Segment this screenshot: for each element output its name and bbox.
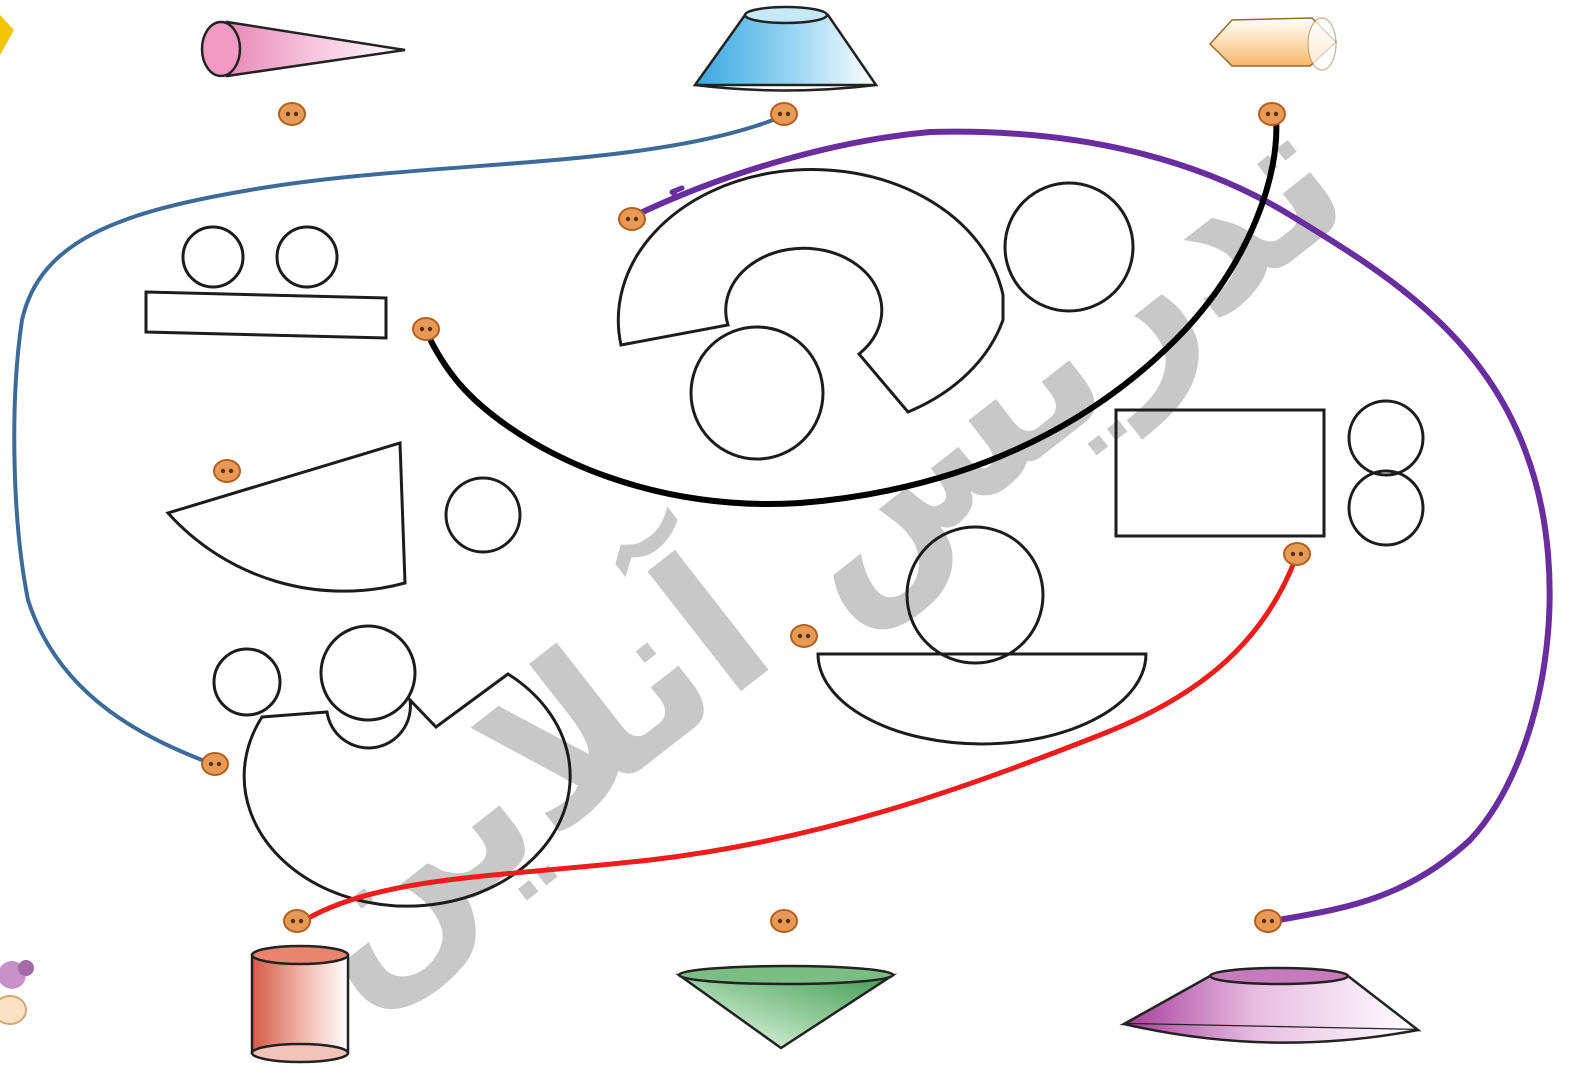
dot-frustum-icon[interactable] <box>770 102 798 126</box>
dot-small-frustum-net-icon[interactable] <box>201 752 229 776</box>
dot-cone-icon[interactable] <box>278 102 306 126</box>
dot-bead-net-icon[interactable] <box>1283 542 1311 566</box>
cone-icon <box>200 20 406 78</box>
flower-icon <box>0 960 34 1025</box>
dot-bead-icon[interactable] <box>1258 102 1286 126</box>
dot-cylinder-net-icon[interactable] <box>412 317 440 341</box>
wide-frustum-icon <box>1119 966 1422 1044</box>
connection-line-purple <box>629 128 1553 925</box>
frustum-icon <box>692 5 879 92</box>
dot-inverted-cone-icon[interactable] <box>770 909 798 933</box>
frustum-net-small-icon <box>212 624 572 908</box>
bead-icon <box>1208 17 1338 71</box>
connection-arrowhead-purple <box>669 185 685 199</box>
corner-star-icon <box>0 15 14 55</box>
dot-cone-net-icon[interactable] <box>213 459 241 483</box>
connection-line-black <box>424 115 1280 507</box>
connection-dots <box>201 102 1311 933</box>
inverted-cone-icon <box>675 964 898 1050</box>
bead-net-icon <box>1114 399 1425 547</box>
dot-cylinder-icon[interactable] <box>283 909 311 933</box>
dot-wide-frustum-icon[interactable] <box>1254 909 1282 933</box>
cylinder-icon <box>250 944 350 1064</box>
cylinder-net-icon <box>144 225 388 340</box>
connection-line-red <box>302 557 1298 923</box>
connection-line-blue <box>12 118 775 766</box>
dot-frustum-net-icon[interactable] <box>618 207 646 231</box>
frustum-net-icon <box>616 167 1135 461</box>
cone-net-icon <box>165 441 522 593</box>
dot-inverted-cone-net-icon[interactable] <box>790 624 818 648</box>
inverted-cone-net-icon <box>816 525 1148 746</box>
